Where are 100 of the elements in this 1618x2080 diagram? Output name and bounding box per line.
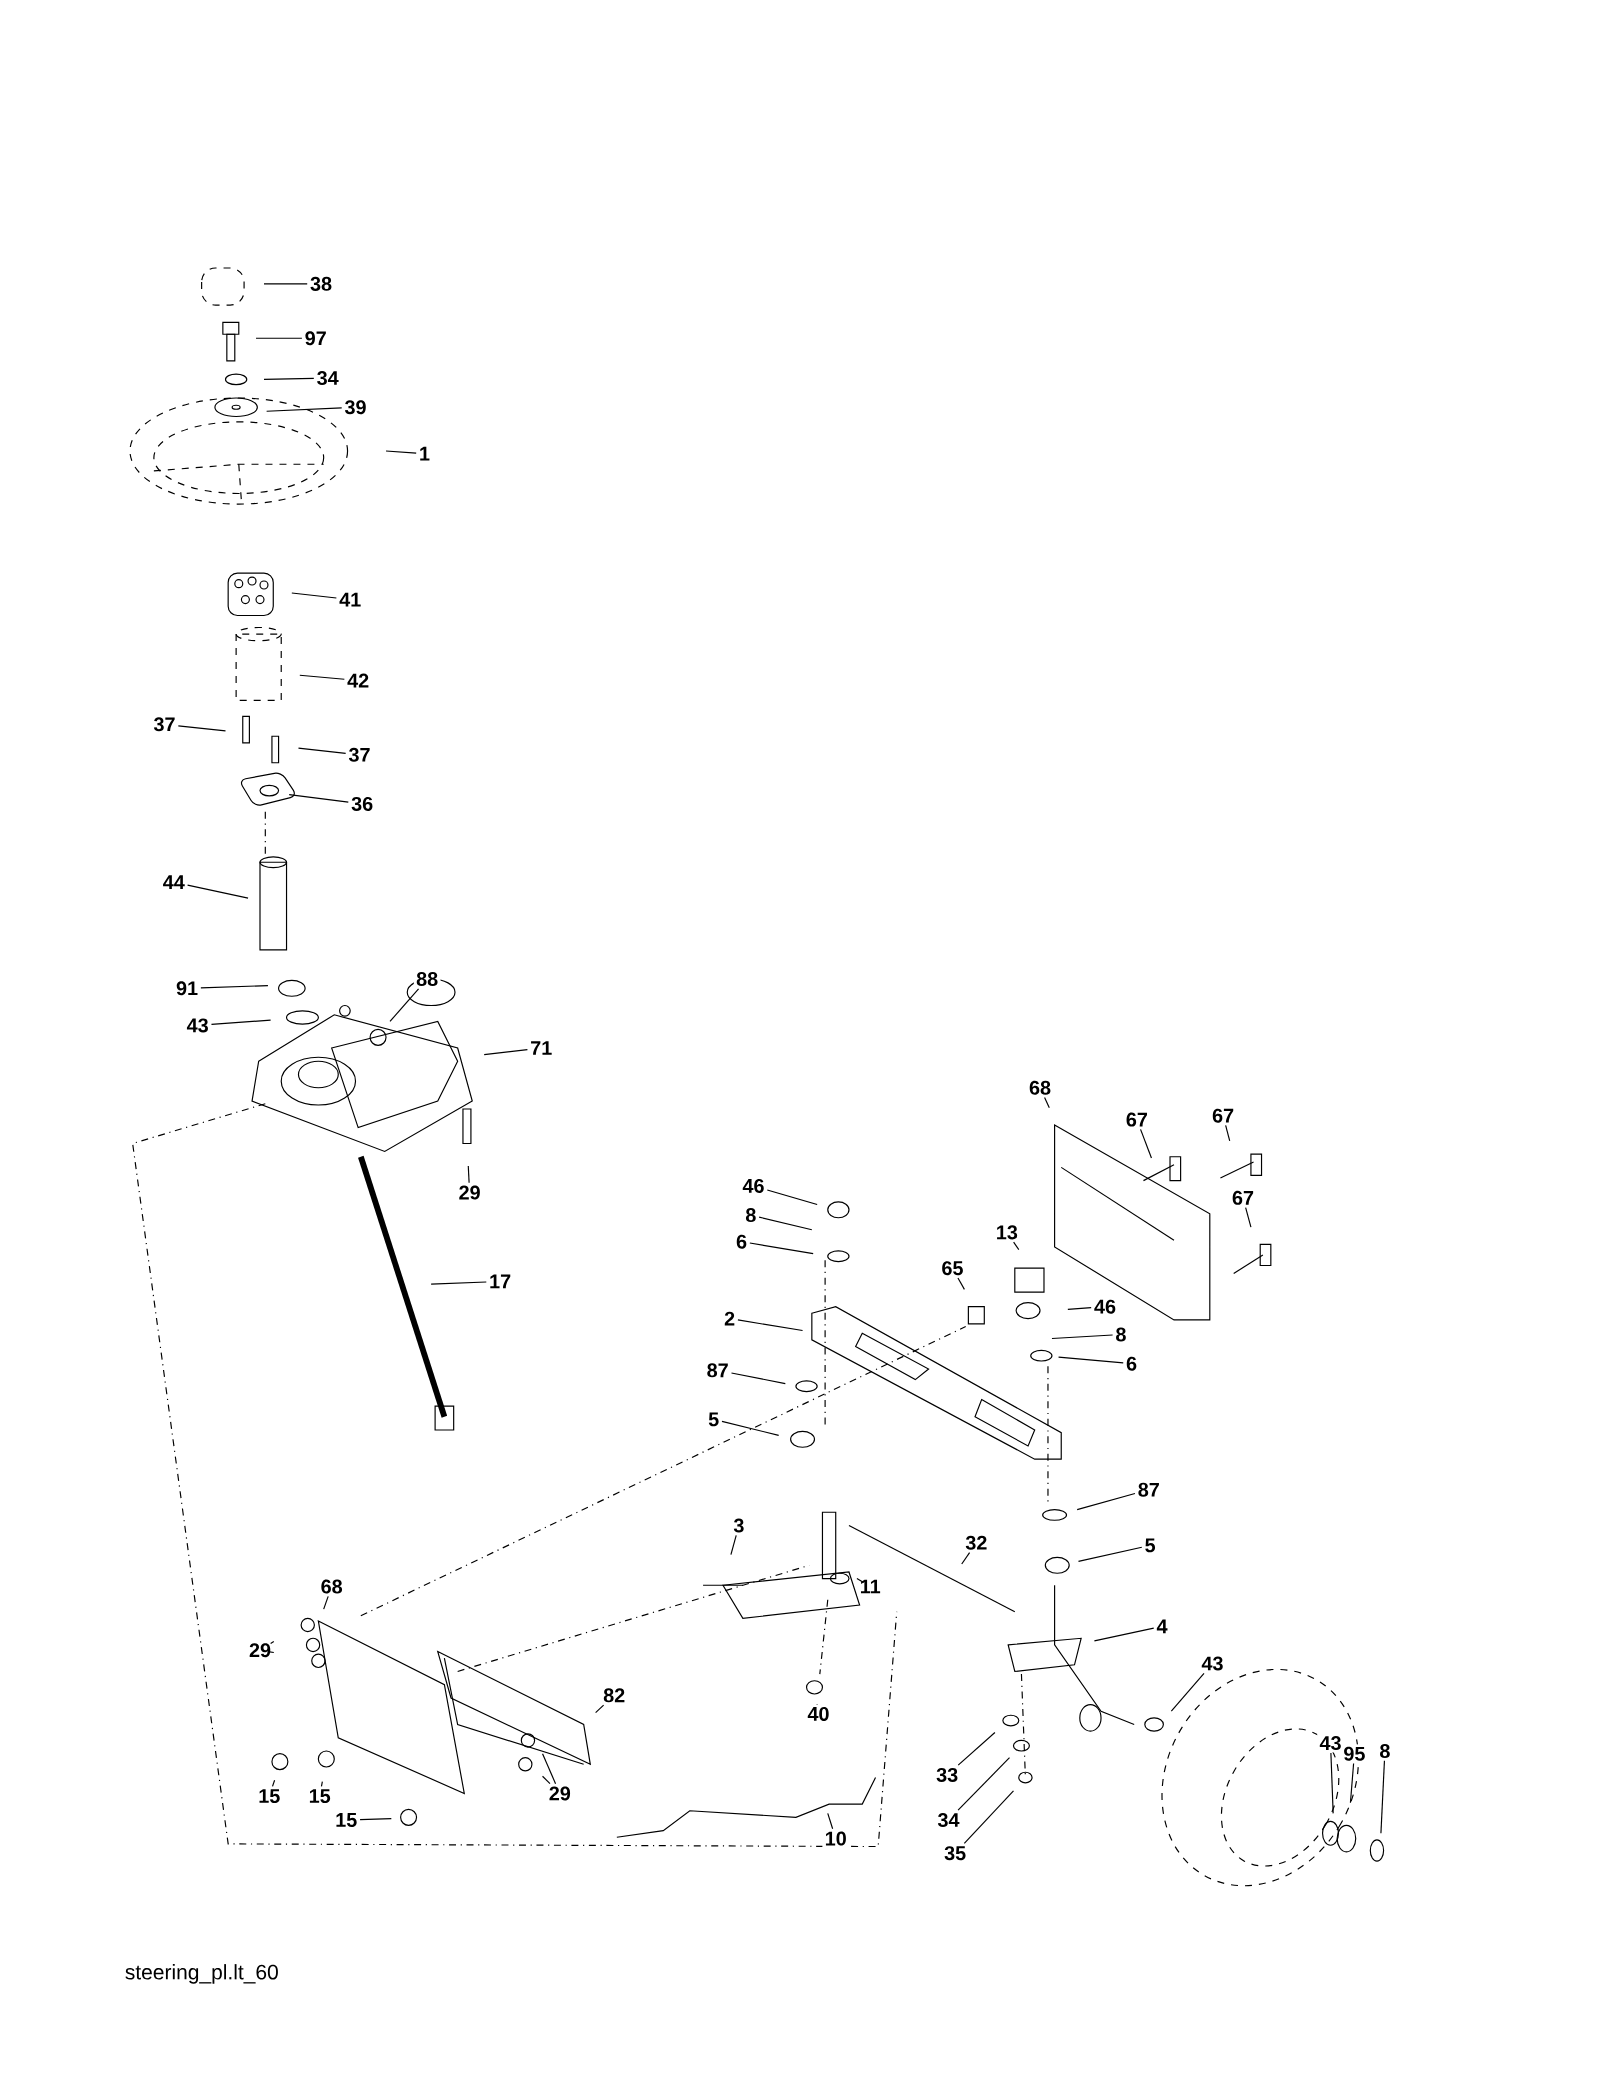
callout-number: 4 — [1154, 1617, 1170, 1636]
leader-line — [758, 1216, 813, 1231]
callout-number: 41 — [336, 590, 364, 609]
leader-line — [963, 1790, 1014, 1844]
leader-line — [766, 1189, 818, 1206]
callout-number: 3 — [730, 1516, 747, 1535]
file-name-label: steering_pl.lt_60 — [125, 1964, 278, 1984]
callout-number: 67 — [1123, 1110, 1151, 1129]
leader-line — [1170, 1672, 1205, 1712]
leader-line — [1043, 1097, 1050, 1109]
callout-number: 95 — [1340, 1744, 1368, 1764]
callout-number: 67 — [1229, 1188, 1257, 1208]
callout-number: 36 — [348, 794, 376, 814]
callout-number: 1 — [416, 444, 433, 463]
leader-line — [177, 725, 226, 732]
leader-line — [210, 1019, 272, 1025]
leader-line — [1051, 1334, 1114, 1340]
callout-number: 6 — [733, 1232, 750, 1251]
callout-number: 38 — [307, 274, 335, 294]
callout-number: 34 — [314, 368, 341, 388]
leader-line — [186, 884, 249, 899]
callout-number: 44 — [160, 873, 187, 892]
callout-number: 15 — [255, 1786, 283, 1806]
leader-line — [265, 407, 343, 412]
leader-line — [541, 1753, 556, 1785]
callout-number: 2 — [721, 1309, 738, 1328]
leader-line — [389, 988, 419, 1023]
leader-line — [385, 450, 417, 454]
leader-line — [957, 1277, 965, 1290]
leader-line — [827, 1812, 834, 1830]
leader-line — [856, 1578, 864, 1584]
leader-line — [749, 1242, 814, 1255]
callout-number: 91 — [173, 978, 201, 998]
callout-number: 32 — [962, 1533, 990, 1553]
callout-number: 13 — [993, 1223, 1021, 1242]
callout-number: 10 — [822, 1829, 849, 1848]
callout-number: 46 — [1091, 1297, 1119, 1316]
callout-number: 29 — [246, 1640, 274, 1660]
leader-line — [430, 1281, 487, 1285]
callout-number: 5 — [1142, 1536, 1158, 1555]
leader-line — [271, 1779, 275, 1787]
leader-line — [961, 1552, 970, 1565]
callout-number: 29 — [456, 1183, 483, 1202]
leader-line — [288, 794, 349, 803]
leader-line — [1330, 1752, 1334, 1814]
callout-number: 33 — [933, 1765, 961, 1785]
leader-line — [359, 1818, 392, 1821]
leader-line — [263, 377, 315, 380]
callout-number: 43 — [1317, 1733, 1344, 1753]
leader-line — [1224, 1124, 1231, 1142]
leader-line — [467, 1165, 470, 1184]
leader-line — [721, 1420, 780, 1436]
callout-number: 97 — [302, 328, 329, 348]
callout-number: 40 — [804, 1704, 832, 1724]
callout-number: 71 — [527, 1038, 555, 1058]
leader-line — [267, 1650, 275, 1654]
leader-line — [1244, 1207, 1252, 1228]
leader-line — [730, 1372, 786, 1385]
callout-number: 8 — [1112, 1325, 1129, 1344]
leader-line — [1012, 1241, 1020, 1251]
leader-line — [730, 1534, 737, 1556]
callout-number: 42 — [344, 671, 372, 690]
leader-line — [200, 985, 269, 989]
callout-number: 68 — [1026, 1078, 1054, 1098]
callout-number: 37 — [150, 714, 178, 734]
leader-line — [957, 1731, 996, 1766]
callout-number: 87 — [704, 1361, 731, 1380]
callout-number: 43 — [1198, 1654, 1226, 1673]
callout-number: 39 — [342, 397, 369, 417]
callout-number: 67 — [1209, 1106, 1237, 1125]
leader-line — [1349, 1762, 1354, 1804]
callout-number: 82 — [600, 1686, 628, 1705]
leader-line — [1076, 1492, 1136, 1511]
leader-line — [737, 1319, 803, 1332]
leader-line — [299, 674, 345, 680]
callout-number: 87 — [1135, 1480, 1162, 1500]
leader-line — [1057, 1356, 1124, 1364]
callout-number: 37 — [345, 745, 373, 765]
callout-number: 8 — [742, 1205, 759, 1225]
callout-number: 88 — [413, 969, 441, 989]
callout-number: 6 — [1123, 1354, 1140, 1374]
callout-number: 15 — [306, 1786, 333, 1806]
callout-number: 15 — [332, 1810, 360, 1830]
leader-line — [594, 1704, 605, 1714]
callout-number: 29 — [546, 1784, 573, 1803]
leader-line — [1380, 1760, 1385, 1834]
leader-line — [269, 1641, 275, 1645]
callout-number: 34 — [934, 1810, 962, 1830]
callout-number: 5 — [705, 1410, 722, 1429]
leader-line — [291, 592, 337, 599]
leader-line — [1077, 1546, 1143, 1562]
callout-number: 35 — [941, 1843, 969, 1863]
leader-line — [322, 1595, 329, 1610]
callout-number: 43 — [184, 1016, 211, 1035]
leader-line — [957, 1757, 1010, 1811]
callout-number: 17 — [486, 1272, 514, 1291]
callout-number: 65 — [938, 1258, 966, 1278]
leader-line — [483, 1049, 528, 1056]
callout-number: 68 — [318, 1577, 345, 1596]
leader-line — [1067, 1307, 1092, 1310]
